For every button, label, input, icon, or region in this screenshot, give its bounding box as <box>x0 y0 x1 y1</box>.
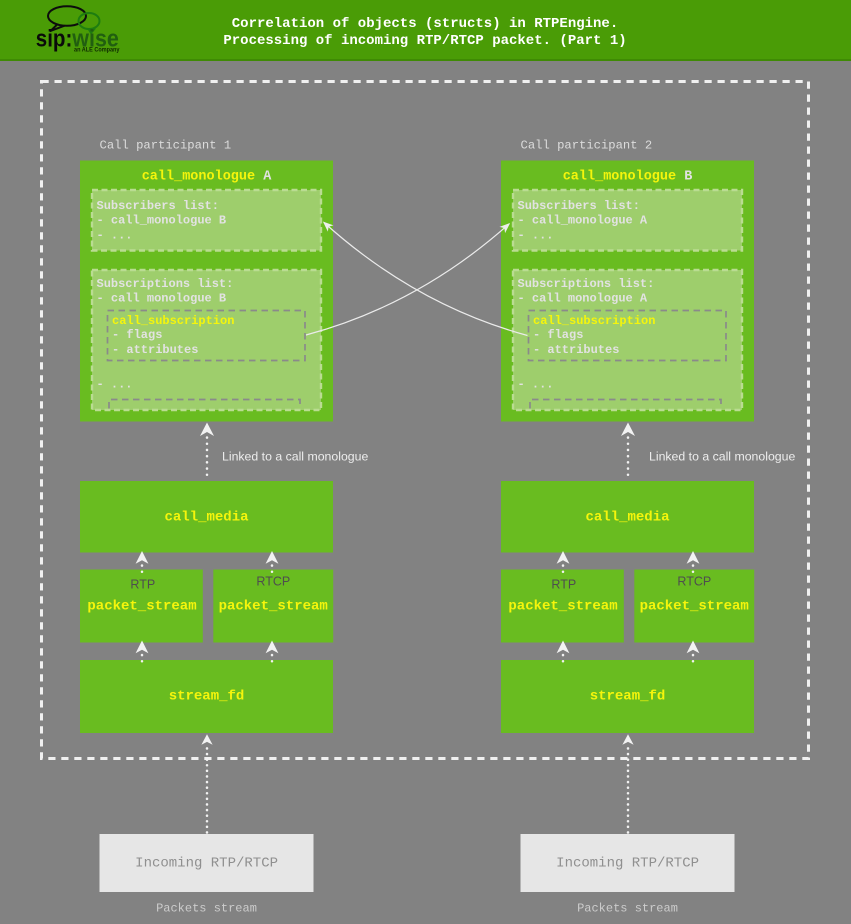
svg-text:- flags: - flags <box>112 328 162 342</box>
svg-text:Subscriptions list:: Subscriptions list: <box>518 277 655 291</box>
svg-text:call_media: call_media <box>585 510 670 526</box>
svg-text:call_monologue A: call_monologue A <box>142 170 273 185</box>
svg-text:Linked to a call monologue: Linked to a call monologue <box>649 450 795 464</box>
svg-text:- ...: - ... <box>518 228 554 242</box>
svg-text:Processing of incoming RTP/RTC: Processing of incoming RTP/RTCP packet. … <box>223 33 626 49</box>
svg-text:Correlation of objects (struct: Correlation of objects (structs) in RTPE… <box>232 16 618 32</box>
svg-text:Linked to a call monologue: Linked to a call monologue <box>222 450 368 464</box>
svg-text:stream_fd: stream_fd <box>169 689 245 705</box>
svg-text:RTCP: RTCP <box>256 574 290 588</box>
svg-text:packet_stream: packet_stream <box>508 599 617 615</box>
svg-text:call_subscription: call_subscription <box>112 314 234 328</box>
svg-text:Incoming RTP/RTCP: Incoming RTP/RTCP <box>556 855 699 871</box>
svg-text:- attributes: - attributes <box>112 343 198 357</box>
svg-text:Call participant 2: Call participant 2 <box>521 139 653 153</box>
svg-text:Subscriptions list:: Subscriptions list: <box>97 277 234 291</box>
svg-text:Subscribers list:: Subscribers list: <box>518 199 640 213</box>
svg-text:Packets stream: Packets stream <box>156 902 257 916</box>
svg-text:Call participant 1: Call participant 1 <box>100 139 232 153</box>
svg-text:packet_stream: packet_stream <box>87 599 196 615</box>
svg-text:packet_stream: packet_stream <box>219 599 328 615</box>
svg-text:- ...: - ... <box>97 378 133 392</box>
svg-text:Subscribers list:: Subscribers list: <box>97 199 219 213</box>
svg-text:Packets stream: Packets stream <box>577 902 678 916</box>
svg-text:- call_monologue B: - call_monologue B <box>97 214 227 228</box>
svg-text:packet_stream: packet_stream <box>640 599 749 615</box>
svg-text:- attributes: - attributes <box>533 343 619 357</box>
svg-text:RTP: RTP <box>551 577 576 591</box>
svg-text:- call_monologue A: - call_monologue A <box>518 214 648 228</box>
svg-text:stream_fd: stream_fd <box>590 689 666 705</box>
svg-text:- ...: - ... <box>518 378 554 392</box>
svg-text:- ...: - ... <box>97 228 133 242</box>
svg-text:RTP: RTP <box>130 577 155 591</box>
svg-text:Incoming RTP/RTCP: Incoming RTP/RTCP <box>135 855 278 871</box>
svg-text:call_media: call_media <box>164 510 249 526</box>
svg-text:- call monologue B: - call monologue B <box>97 291 227 305</box>
svg-text:RTCP: RTCP <box>677 574 711 588</box>
svg-text:- flags: - flags <box>533 328 583 342</box>
svg-text:sip:wise: sip:wise <box>36 25 119 52</box>
svg-text:call_subscription: call_subscription <box>533 314 655 328</box>
svg-text:call_monologue B: call_monologue B <box>563 170 693 185</box>
svg-text:an ALE Company: an ALE Company <box>74 48 120 54</box>
svg-text:- call monologue A: - call monologue A <box>518 291 648 305</box>
